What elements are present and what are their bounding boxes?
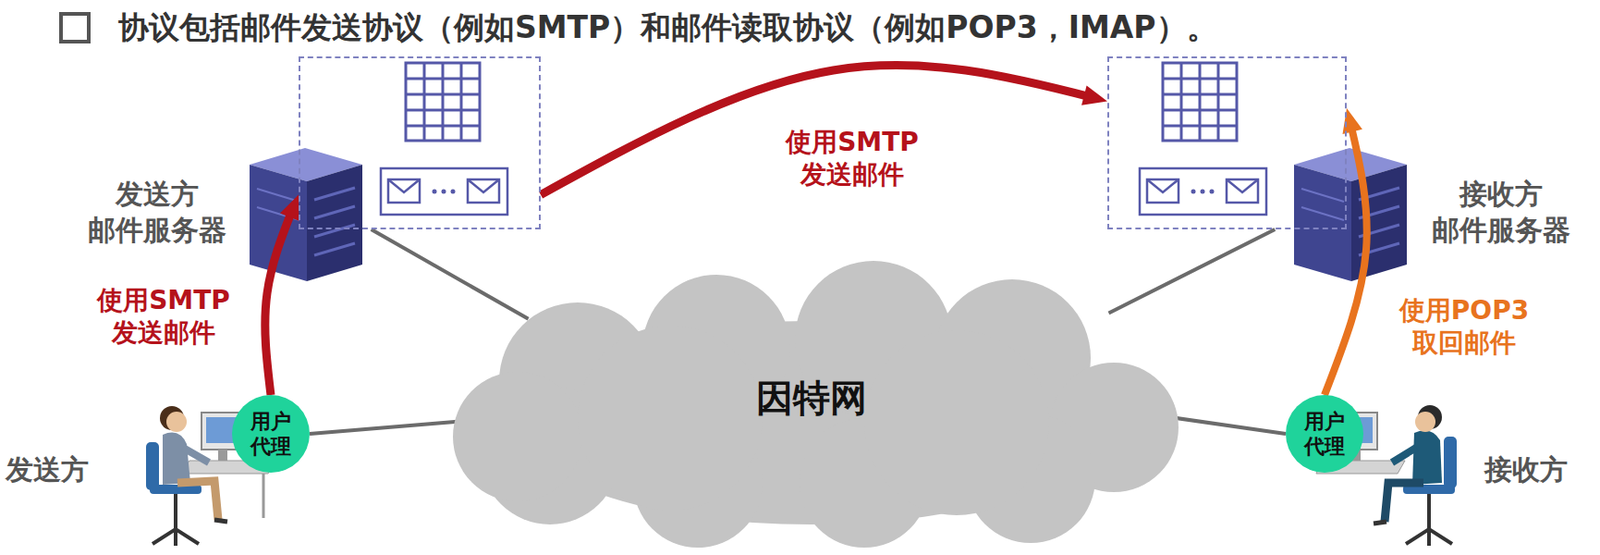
sender-person-part	[177, 480, 219, 520]
server-label: 接收方 邮件服务器	[1431, 175, 1571, 248]
receiver-person-part	[1384, 482, 1424, 522]
sender-person-part	[173, 493, 178, 529]
server-icon-part	[256, 188, 300, 202]
server-icon-part	[1301, 188, 1344, 202]
role-label: 接收方	[1484, 452, 1568, 487]
mail-queue-part	[1200, 189, 1206, 195]
sender-person-part	[214, 519, 228, 522]
server-icon-part	[314, 206, 355, 219]
cloud-bump	[864, 329, 1050, 515]
agent-label: 用户 代理	[1304, 408, 1345, 460]
receiver-person-part	[1443, 436, 1457, 489]
mail-queue-part	[467, 179, 500, 203]
mail-queue-part	[1226, 179, 1259, 203]
agent-label: 用户 代理	[250, 408, 292, 460]
receiver-person-part	[1392, 447, 1417, 463]
cloud-bump	[452, 371, 583, 501]
server-icon	[1294, 147, 1407, 281]
mail-queue-part	[1226, 179, 1259, 193]
sender-person-part	[152, 528, 199, 546]
mail-queue	[1139, 168, 1267, 215]
connector-group	[1109, 229, 1276, 314]
sender-person-part	[262, 473, 266, 518]
mailbox-grid-part	[405, 62, 480, 141]
mail-queue-part	[467, 179, 500, 193]
sender-person-part	[146, 441, 159, 490]
mail-queue-part	[451, 189, 456, 195]
arrowhead	[1081, 85, 1108, 105]
user-agent-circle: 用户 代理	[232, 394, 310, 473]
receiver-person-part	[1405, 528, 1453, 546]
connector-group	[371, 229, 529, 319]
connector	[371, 229, 529, 319]
sender-person-part	[166, 411, 187, 432]
server-icon	[249, 147, 363, 281]
circle-fill	[232, 394, 310, 473]
receiver-person-part	[1412, 429, 1442, 485]
role-label: 发送方	[5, 452, 89, 487]
connector-group	[309, 420, 469, 434]
server-icon-part	[1294, 164, 1352, 281]
mail-queue-part	[388, 179, 420, 193]
mail-server: 接收方 邮件服务器	[1107, 56, 1347, 230]
mail-queue-part	[441, 189, 447, 195]
mail-server: 发送方 邮件服务器	[298, 56, 541, 230]
circle-shape	[1285, 394, 1364, 473]
receiver-person-part	[1415, 411, 1436, 432]
sender-person-part	[218, 449, 228, 461]
mail-queue	[380, 168, 508, 215]
server-icon-part	[314, 187, 355, 200]
server-icon-part	[306, 164, 363, 281]
server-icon-part	[1301, 207, 1344, 220]
connector-group	[265, 195, 300, 395]
arrowhead	[280, 195, 299, 221]
mail-queue-part	[388, 179, 420, 203]
connector-group	[540, 65, 1108, 196]
server-icon-part	[314, 243, 355, 256]
connector	[265, 195, 299, 395]
connector	[1109, 229, 1276, 314]
circle-shape	[232, 394, 310, 473]
internet-cloud: 因特网	[439, 260, 1184, 551]
receiver-person-part	[1373, 521, 1387, 524]
checkbox-symbol-part	[61, 13, 89, 42]
mail-queue-part	[1209, 189, 1215, 195]
mail-queue-part	[1139, 168, 1267, 215]
mailbox-grid-part	[405, 62, 480, 141]
cloud-label: 因特网	[756, 375, 868, 420]
mailbox-grid-part	[1162, 62, 1237, 141]
connector	[540, 65, 1108, 196]
protocol-label: 使用SMTP 发送邮件	[785, 125, 919, 191]
server-icon-part	[314, 224, 355, 237]
checkbox-symbol	[61, 13, 89, 42]
protocol-label: 使用SMTP 发送邮件	[97, 283, 231, 349]
cloud-bump	[577, 325, 763, 511]
mail-queue-part	[432, 189, 438, 195]
mail-queue-part	[1147, 179, 1179, 203]
connector	[309, 420, 469, 434]
sender-person-part	[162, 432, 191, 485]
server-label: 发送方 邮件服务器	[87, 175, 227, 248]
mail-queue-part	[1147, 179, 1179, 193]
mail-queue-part	[380, 168, 508, 215]
protocol-label: 使用POP3 取回邮件	[1399, 293, 1529, 359]
receiver-person-part	[1427, 493, 1431, 529]
sender-person-part	[183, 447, 209, 463]
user-agent-circle: 用户 代理	[1285, 394, 1364, 473]
cloud-fill	[452, 260, 1179, 548]
slide-title: 协议包括邮件发送协议（例如SMTP）和邮件读取协议（例如POP3，IMAP）。	[118, 8, 1218, 49]
mail-queue-part	[1191, 189, 1197, 195]
mailbox-grid	[405, 62, 480, 141]
circle-fill	[1285, 394, 1364, 473]
mailbox-grid-part	[1162, 62, 1237, 141]
mailbox-grid	[1162, 62, 1237, 141]
